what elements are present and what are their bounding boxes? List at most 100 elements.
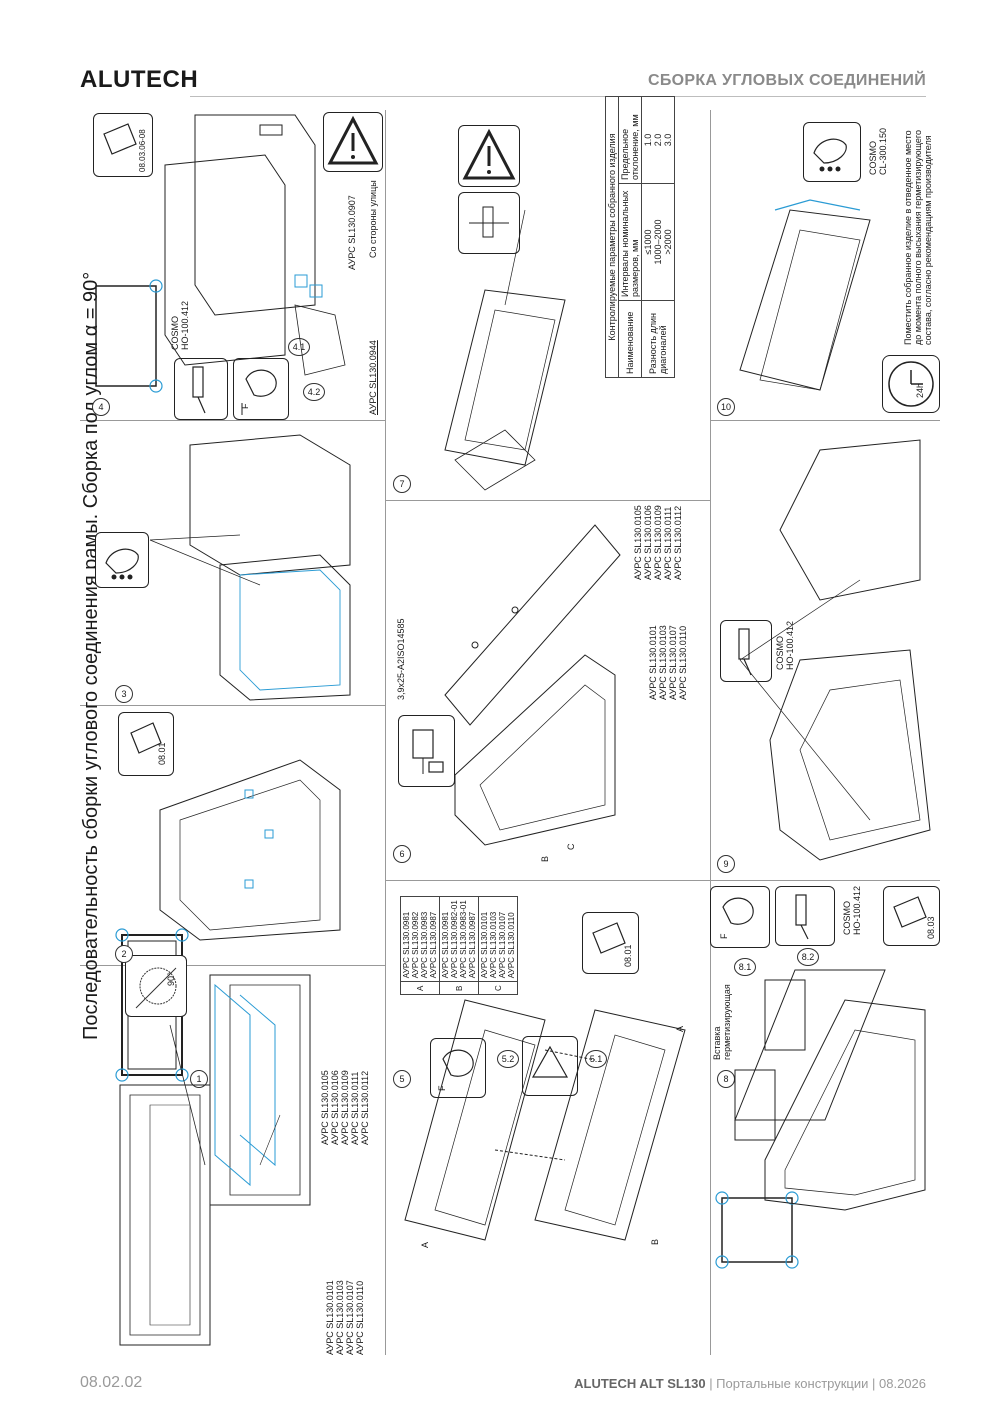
force-label: F bbox=[240, 403, 250, 410]
grid-divider-h3 bbox=[80, 965, 385, 966]
limit-value: 1.0 bbox=[643, 133, 653, 147]
clock-label: 24h bbox=[915, 382, 925, 398]
part-label: АУРС SL130.0987 bbox=[468, 911, 477, 979]
clean-surface-icon bbox=[522, 1036, 578, 1096]
step-2-profile-drawing bbox=[159, 759, 341, 941]
note-line: Поместить собранное изделие в отведенное… bbox=[903, 130, 913, 345]
part-label: АУРС SL130.0105 bbox=[320, 1070, 330, 1145]
step-10-note: Поместить собранное изделие в отведенное… bbox=[903, 130, 933, 345]
step-4-number: 4 bbox=[92, 398, 110, 416]
part-label: АУРС SL130.0109 bbox=[653, 505, 663, 580]
step-5-icon-label: 08.01 bbox=[623, 944, 633, 967]
limits-cell: 1.0 2.0 3.0 bbox=[641, 96, 675, 184]
part-label: АУРС SL130.0107 bbox=[345, 1280, 355, 1355]
limit-value: 2.0 bbox=[653, 133, 663, 147]
warning-icon bbox=[458, 125, 520, 187]
grid-divider-h5 bbox=[385, 880, 710, 881]
part-label: АУРС SL130.0103 bbox=[335, 1280, 345, 1355]
note-line: состава, согласно рекомендациям производ… bbox=[923, 135, 933, 345]
part-label: АУРС SL130.0105 bbox=[633, 505, 643, 580]
frame-corner-icon bbox=[95, 279, 163, 393]
part-label: АУРС SL130.0101 bbox=[648, 625, 658, 700]
limit-value: 3.0 bbox=[663, 133, 673, 147]
step-3-number: 3 bbox=[115, 685, 133, 703]
part-label: АУРС SL130.0983-01 bbox=[459, 900, 468, 979]
step-8-sealant-label: COSMO HO-100.412 bbox=[842, 886, 862, 935]
part-label: АУРС SL130.0106 bbox=[643, 505, 653, 580]
grid-divider-h7 bbox=[710, 880, 940, 881]
step-4-part-bottom: АУРС SL130.0944 bbox=[368, 340, 378, 415]
step-8-profile-drawing bbox=[734, 969, 926, 1211]
tolerance-table-title: Контролируемые параметры собранного изде… bbox=[605, 96, 619, 378]
intervals-cell: ≤1000 1000–2000 >2000 bbox=[641, 183, 675, 301]
step-4-part-top: АУРС SL130.0907 bbox=[347, 195, 357, 270]
sealant-brand: COSMO bbox=[842, 900, 852, 935]
step-4-reference-icon: 08.03.06-08 bbox=[93, 113, 153, 177]
part-label: АУРС SL130.0101 bbox=[325, 1280, 335, 1355]
clock-icon: 24h bbox=[882, 355, 940, 413]
sealant-gun-icon bbox=[720, 620, 772, 682]
letter-B: B bbox=[650, 1238, 660, 1245]
insert-label-line: Вставка bbox=[712, 1026, 722, 1060]
sealant-code: CL-300.150 bbox=[878, 127, 888, 175]
page-number: 08.02.02 bbox=[80, 1374, 143, 1391]
part-label: АУРС SL130.0982 bbox=[411, 911, 420, 979]
grid-divider-h4 bbox=[385, 500, 710, 501]
press-force-icon: F bbox=[710, 886, 770, 948]
step-7-profile-drawing bbox=[444, 209, 566, 491]
part-label: АУРС SL130.0103 bbox=[489, 911, 498, 979]
col-intervals-header: Интервалы номинальных размеров, мм bbox=[618, 183, 642, 301]
interval-value: ≤1000 bbox=[643, 229, 653, 255]
warning-icon bbox=[323, 112, 383, 172]
group-label: C bbox=[478, 981, 518, 995]
part-label: АУРС SL130.0107 bbox=[498, 911, 507, 979]
section-title: СБОРКА УГЛОВЫХ СОЕДИНЕНИЙ bbox=[647, 72, 926, 89]
step-5-number: 5 bbox=[393, 1070, 411, 1088]
part-label: АУРС SL130.0112 bbox=[360, 1070, 370, 1145]
callout-8-1: 8.1 bbox=[734, 958, 756, 976]
step-9-profile-drawing bbox=[739, 439, 931, 861]
callout-4-2: 4.2 bbox=[303, 383, 325, 401]
step-4-profile-drawing bbox=[164, 114, 346, 376]
group-parts: АУРС SL130.0981 АУРС SL130.0982 АУРС SL1… bbox=[400, 896, 440, 982]
part-label: АУРС SL130.0983 bbox=[420, 911, 429, 979]
step-1-number: 1 bbox=[190, 1070, 208, 1088]
sealant-brand: COSMO bbox=[868, 140, 878, 175]
part-label: АУРС SL130.0111 bbox=[350, 1071, 360, 1145]
step-9-number: 9 bbox=[717, 855, 735, 873]
step-6-parts-b: АУРС SL130.0105 АУРС SL130.0106 АУРС SL1… bbox=[633, 505, 683, 580]
callout-4-1: 4.1 bbox=[288, 338, 310, 356]
group-label: A bbox=[400, 981, 440, 995]
step-4-side-note: Со стороны улицы bbox=[368, 180, 378, 258]
brand-logo: ALUTECH bbox=[80, 66, 199, 93]
part-label: АУРС SL130.0981 bbox=[402, 911, 411, 979]
sealant-gun-icon bbox=[174, 358, 228, 420]
step-3-profile-drawing bbox=[149, 434, 351, 701]
force-label: F bbox=[719, 933, 729, 940]
callout-5-2: 5.2 bbox=[497, 1050, 519, 1068]
step-6-profile-drawing bbox=[444, 524, 621, 846]
step-6-number: 6 bbox=[393, 845, 411, 863]
grid-divider-h1 bbox=[80, 420, 385, 421]
part-label: АУРС SL130.0103 bbox=[658, 625, 668, 700]
step-8-icon-label: 08.03 bbox=[926, 916, 936, 939]
callout-8-2: 8.2 bbox=[797, 948, 819, 966]
screw-spec: 3,9х25-A2ISO14585 bbox=[396, 618, 406, 700]
part-label: АУРС SL130.0101 bbox=[480, 911, 489, 979]
part-label: АУРС SL130.0110 bbox=[678, 625, 688, 700]
col-limit-header: Предельное отклонение, мм bbox=[618, 96, 642, 184]
header-divider bbox=[190, 96, 926, 97]
step-5-parts-table: A АУРС SL130.0981 АУРС SL130.0982 АУРС S… bbox=[400, 896, 518, 995]
step-4-icon-label: 08.03.06-08 bbox=[138, 129, 147, 172]
press-force-icon: F bbox=[233, 358, 289, 420]
part-label: АУРС SL130.0110 bbox=[355, 1280, 365, 1355]
step-5-reference-icon: 08.01 bbox=[582, 912, 639, 974]
footer-product-name: ALUTECH ALT SL130 bbox=[574, 1376, 706, 1391]
letter-A: A bbox=[420, 1241, 430, 1248]
saw-angle-icon: 90° bbox=[125, 955, 187, 1017]
group-parts: АУРС SL130.0101 АУРС SL130.0103 АУРС SL1… bbox=[478, 896, 518, 982]
letter-A: A bbox=[675, 1025, 685, 1032]
sealant-apply-icon bbox=[95, 532, 149, 588]
footer-subtitle: | Портальные конструкции | 08.2026 bbox=[705, 1376, 926, 1391]
grid-divider-v2 bbox=[710, 110, 711, 1355]
